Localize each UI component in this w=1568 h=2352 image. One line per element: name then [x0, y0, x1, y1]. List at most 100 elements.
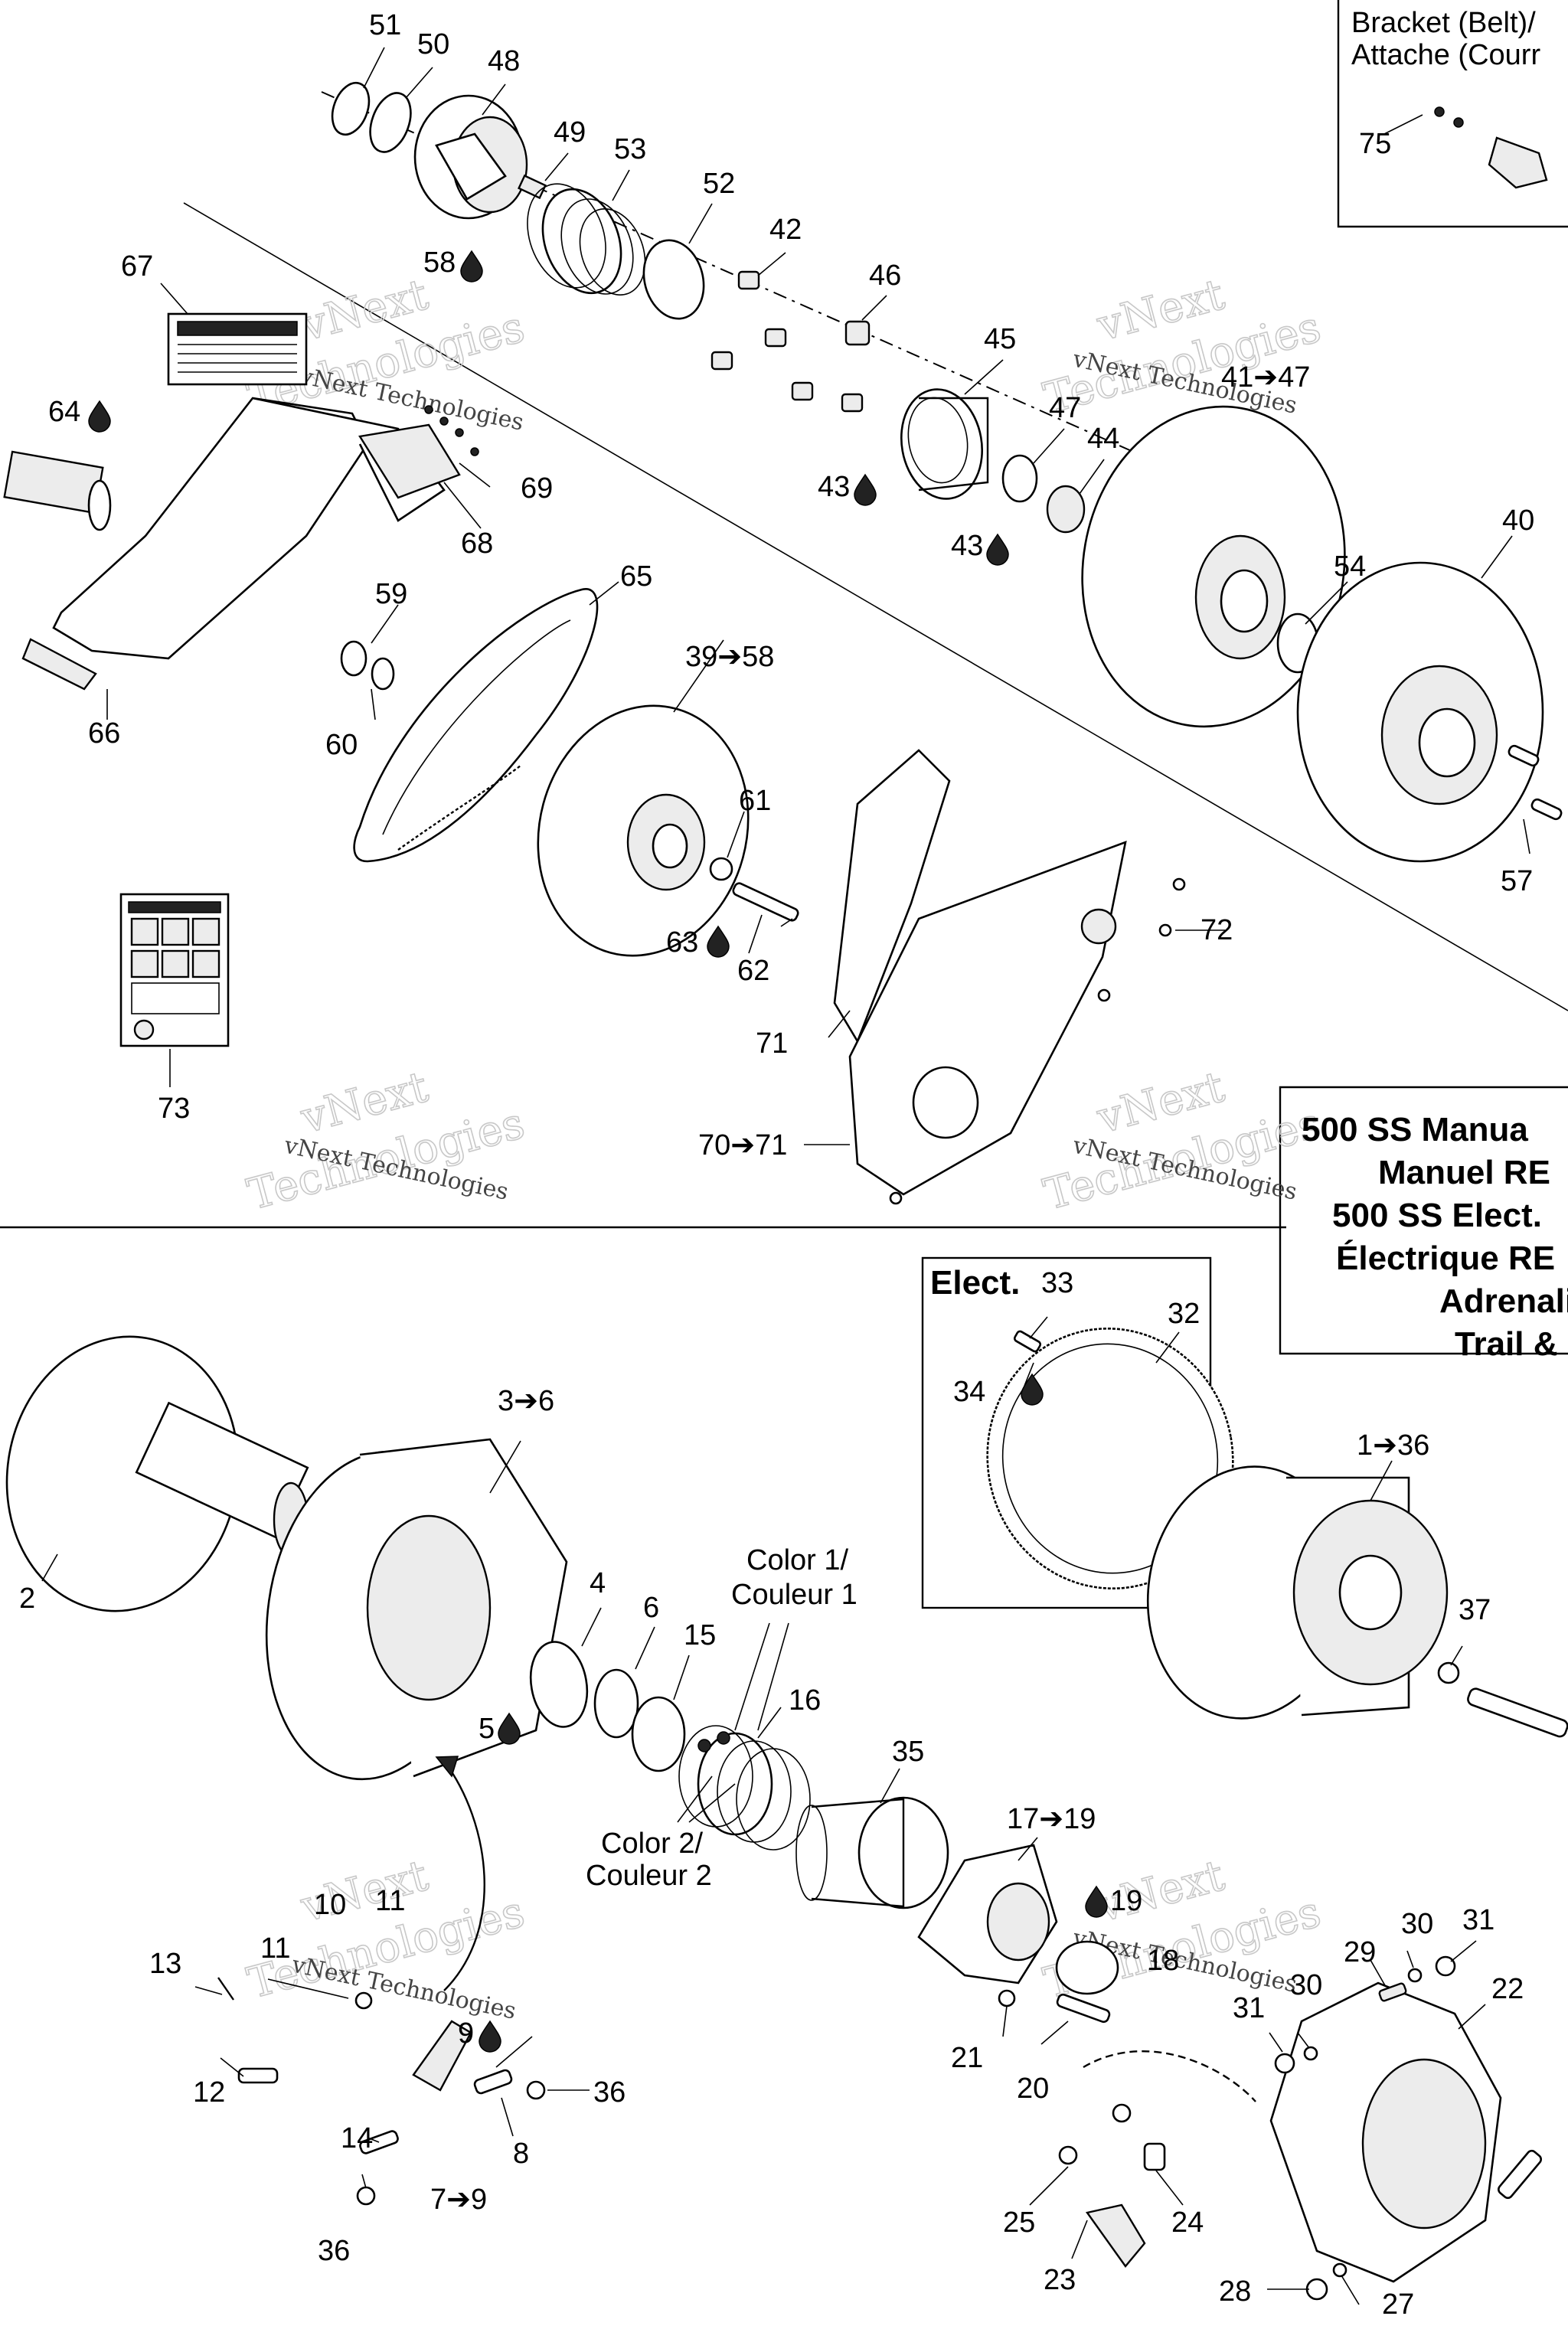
callout-67: 67	[121, 250, 153, 283]
callout-15: 15	[684, 1619, 716, 1651]
callout-75: 75	[1359, 128, 1391, 160]
circlip-6	[593, 1668, 639, 1739]
lubricant-drop-icon	[88, 250, 1108, 2053]
pulley-guard-71	[833, 749, 951, 1044]
callout-30-b: 30	[1290, 1969, 1322, 2001]
pulley-guard-70	[848, 840, 1127, 1196]
callout-34: 34	[953, 1376, 985, 1408]
callout-25: 25	[1003, 2207, 1035, 2239]
callout-63: 63	[666, 926, 698, 959]
assembly-arrow-left	[443, 1760, 485, 1991]
key-49	[518, 174, 547, 200]
callout-13: 13	[149, 1948, 181, 1980]
model-line-1: 500 SS Manua	[1302, 1111, 1528, 1148]
callout-70-71: 70➔71	[698, 1129, 787, 1161]
driven-pulley-39	[537, 704, 750, 957]
model-line-4: Électrique RE	[1336, 1239, 1555, 1277]
callout-19: 19	[1110, 1885, 1142, 1917]
slider-button-46	[844, 320, 871, 346]
pin-24	[1143, 2142, 1166, 2171]
cap-31-b	[1274, 2053, 1295, 2074]
callout-5: 5	[479, 1713, 495, 1745]
callout-57: 57	[1501, 865, 1533, 897]
washer-37	[1437, 1661, 1460, 1684]
callout-31-b: 31	[1233, 1992, 1265, 2024]
callout-66: 66	[88, 717, 120, 750]
color1-label-line1: Color 1/	[746, 1544, 848, 1576]
callout-54: 54	[1334, 550, 1366, 583]
callout-10: 10	[314, 1889, 346, 1921]
callout-73: 73	[158, 1093, 190, 1125]
callout-33: 33	[1041, 1267, 1073, 1299]
callout-16: 16	[789, 1684, 821, 1717]
callout-11-a: 11	[375, 1885, 405, 1917]
callout-44: 44	[1087, 423, 1119, 455]
callout-4: 4	[590, 1567, 606, 1599]
drive-belt-65	[353, 588, 599, 863]
callout-27: 27	[1382, 2288, 1414, 2321]
cap-31	[1435, 1955, 1456, 1977]
fixed-sheave-2	[5, 1335, 309, 1612]
info-label-73	[119, 893, 230, 1047]
governor-cup-22	[1269, 1981, 1543, 2283]
cam-48	[413, 94, 528, 220]
screw-20	[1056, 1993, 1111, 2024]
model-line-6: Trail &	[1455, 1325, 1558, 1363]
callout-18: 18	[1147, 1945, 1179, 1977]
bushing-4	[529, 1641, 589, 1728]
callout-28: 28	[1219, 2275, 1251, 2308]
callout-39-58: 39➔58	[685, 641, 774, 673]
callout-3-6: 3➔6	[498, 1385, 554, 1417]
callout-43-b: 43	[951, 530, 983, 562]
washer-50	[369, 92, 412, 153]
warning-label-67	[167, 312, 308, 386]
callout-7-9: 7➔9	[430, 2184, 487, 2216]
elect-panel-title: Elect.	[930, 1264, 1020, 1302]
watermark-2: vNext Technologies vNext Technologies	[1038, 269, 1326, 424]
callout-64: 64	[48, 396, 80, 428]
callout-46: 46	[869, 260, 901, 292]
bracket-panel-frame	[1337, 0, 1568, 228]
callout-61: 61	[739, 785, 771, 817]
callout-6: 6	[643, 1592, 659, 1624]
callout-2: 2	[19, 1583, 35, 1615]
callout-41-47: 41➔47	[1221, 361, 1310, 394]
leader-lines	[41, 47, 1530, 2305]
callout-40: 40	[1502, 505, 1534, 537]
spring-53	[527, 183, 646, 296]
callout-12: 12	[193, 2076, 225, 2109]
pin-8	[473, 2069, 513, 2095]
bracket-panel-title-line1: Bracket (Belt)/	[1351, 7, 1536, 39]
bushing-18	[1055, 1940, 1119, 1995]
bolt-62	[732, 882, 799, 922]
washer-60	[371, 657, 395, 691]
guard-bracket-68	[358, 423, 461, 499]
callout-11-b: 11	[260, 1932, 290, 1965]
callout-23: 23	[1044, 2264, 1076, 2296]
color1-label-line2: Couleur 1	[731, 1579, 858, 1611]
callout-48: 48	[488, 45, 520, 77]
bracket-23	[1085, 2203, 1146, 2268]
callout-71: 71	[756, 1027, 788, 1060]
callout-43-a: 43	[818, 471, 850, 503]
screws-69	[424, 405, 479, 456]
callout-47: 47	[1049, 392, 1081, 424]
callout-21: 21	[951, 2042, 983, 2074]
screw-33	[1013, 1330, 1042, 1353]
color2-label-line2: Couleur 2	[586, 1860, 712, 1892]
screws-72	[889, 877, 1186, 1205]
cotter-pin-13	[217, 1977, 234, 2001]
callout-62: 62	[737, 955, 769, 987]
arrowhead-left	[435, 1756, 459, 1778]
screw-25	[1058, 2145, 1078, 2165]
callout-60: 60	[325, 729, 358, 761]
ring-52	[642, 239, 705, 320]
callout-1-36: 1➔36	[1357, 1429, 1429, 1462]
callout-31-a: 31	[1462, 1904, 1494, 1936]
roller-64	[3, 450, 112, 531]
callout-45: 45	[984, 323, 1016, 355]
callout-36-a: 36	[593, 2076, 626, 2109]
callout-8: 8	[513, 2138, 529, 2170]
nut-28	[1305, 2278, 1328, 2301]
